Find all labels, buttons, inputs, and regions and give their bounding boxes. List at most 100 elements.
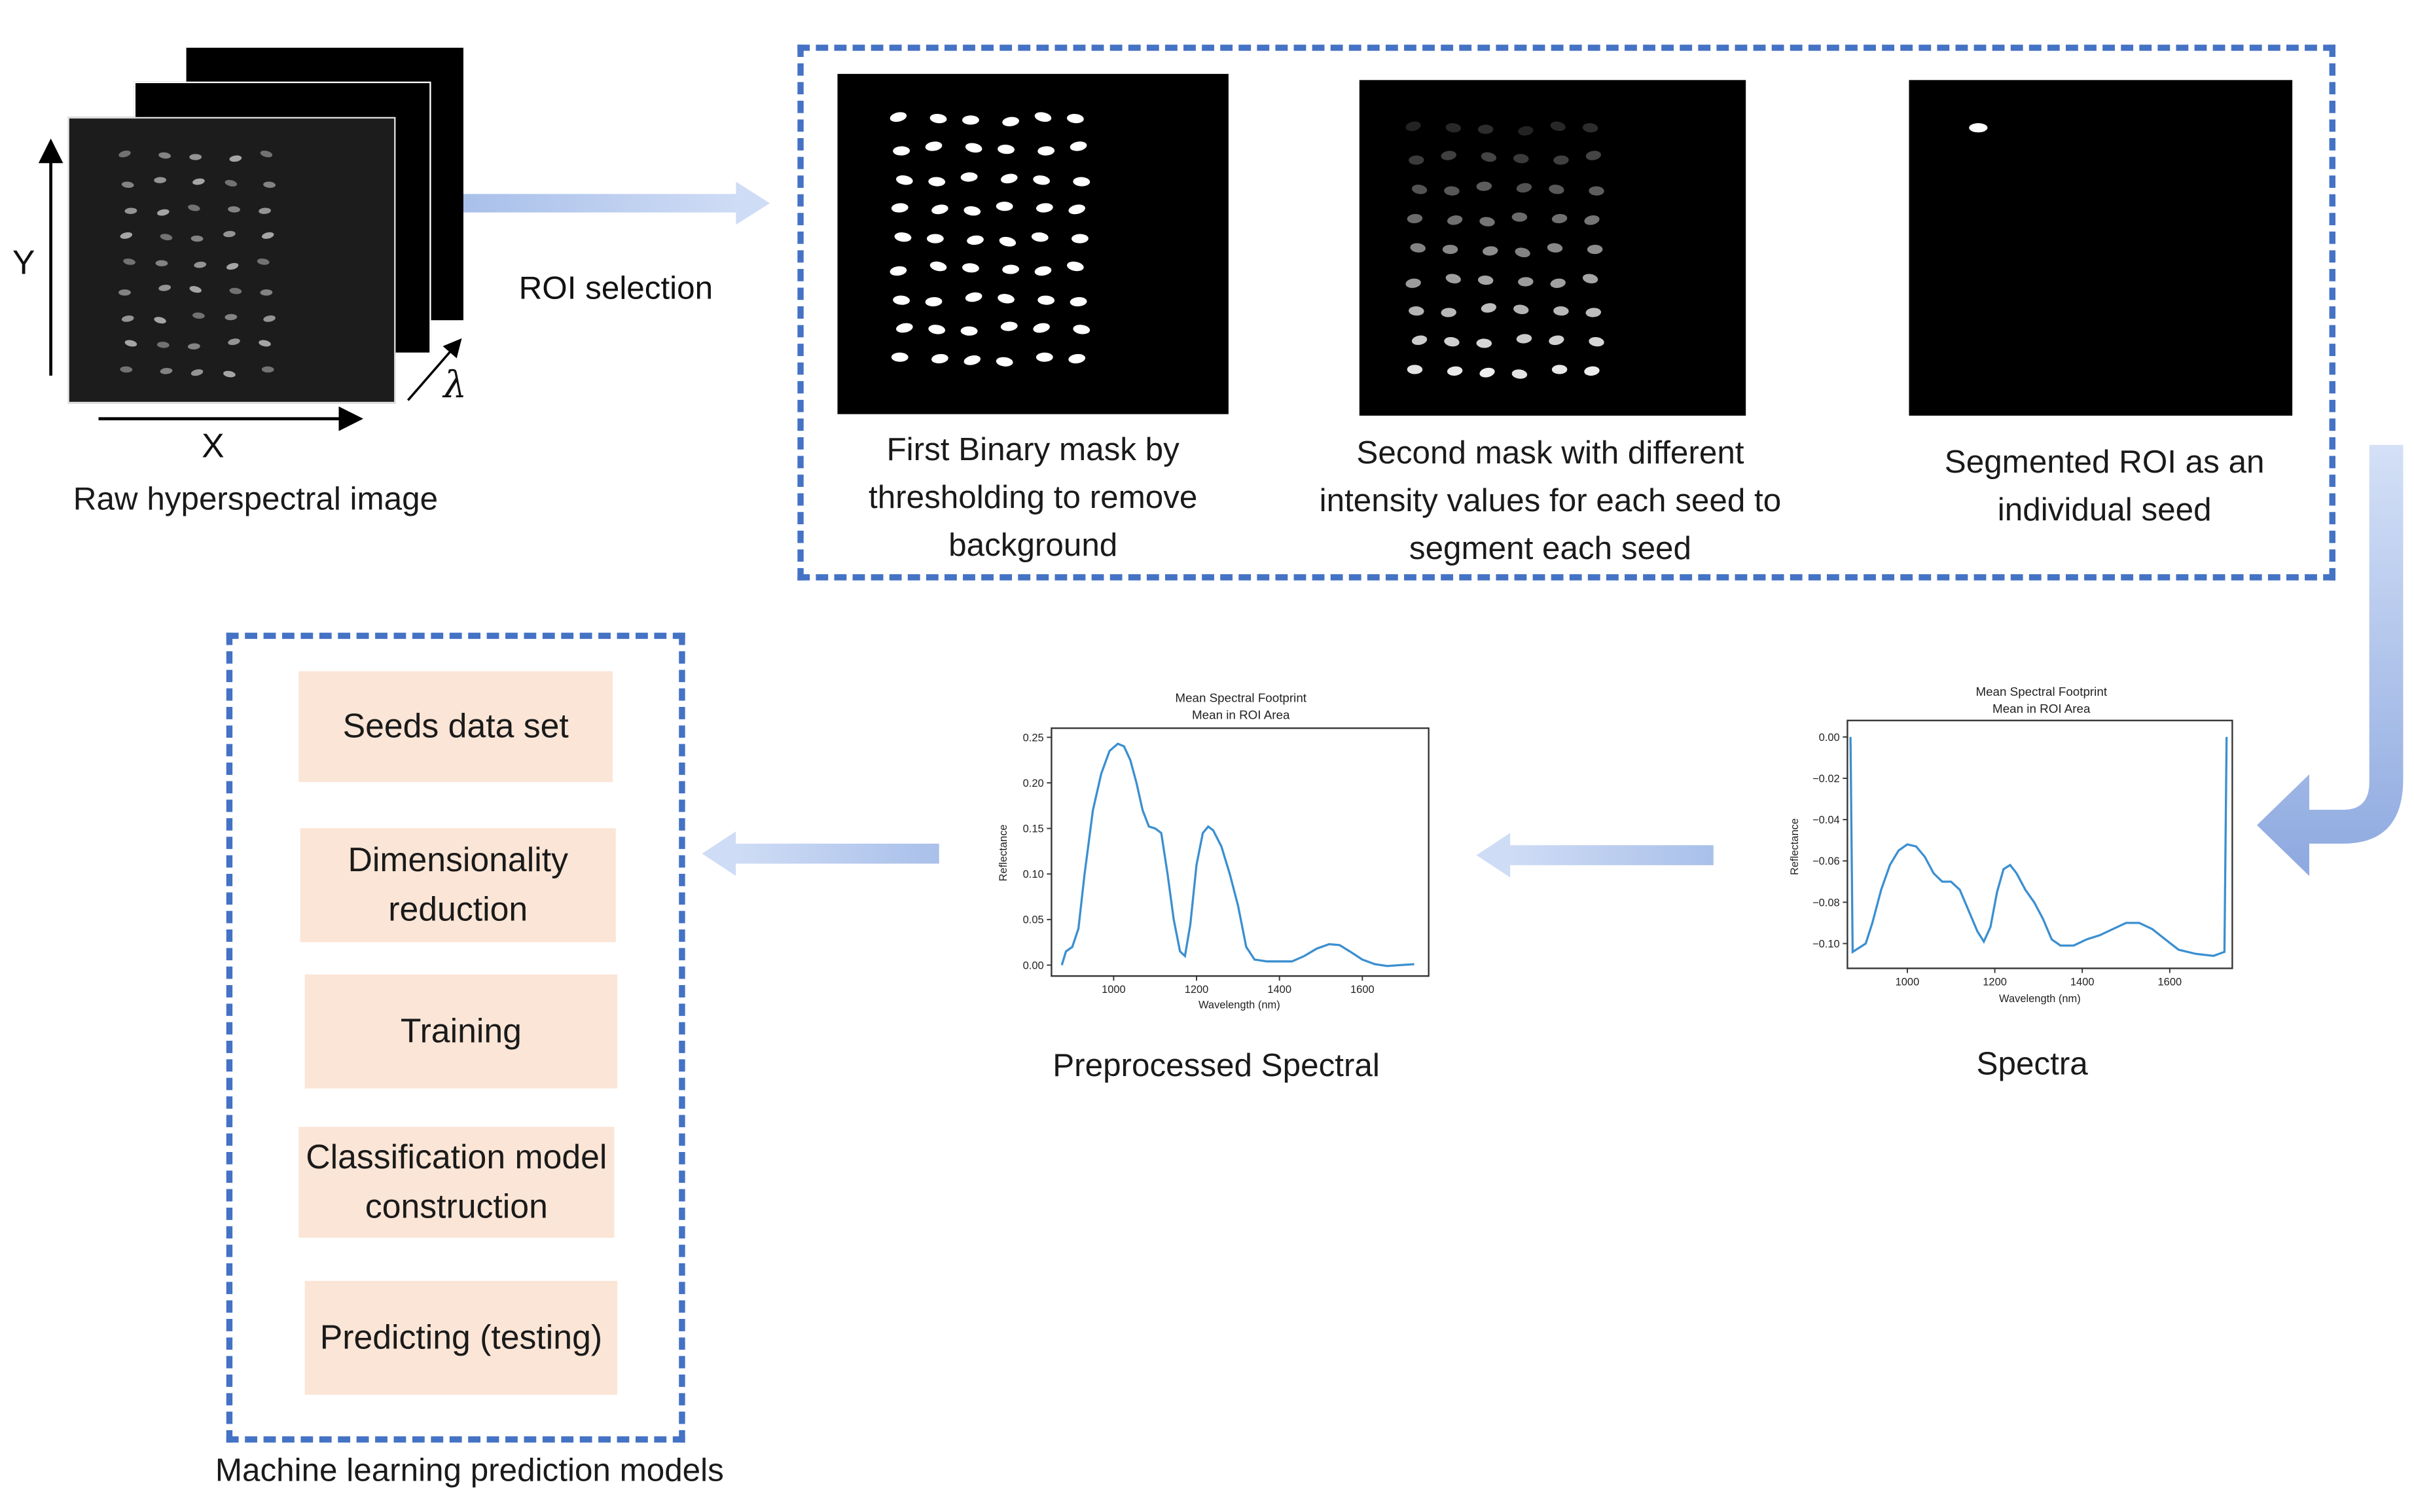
ml-step-training: Training: [304, 974, 618, 1089]
seed-blob: [1548, 183, 1565, 196]
curved-arrow: [2257, 444, 2404, 876]
seed-blob: [960, 326, 978, 336]
preprocessed-title-2: Mean in ROI Area: [1192, 708, 1290, 721]
y-tick-label: 0.05: [1023, 914, 1044, 926]
seed-blob: [928, 323, 946, 336]
seed-blob: [1072, 323, 1090, 335]
seed-blob: [925, 296, 943, 306]
seed-blob: [889, 109, 908, 123]
roi-segmentation-group: [797, 45, 2335, 581]
seed-blob: [1476, 181, 1492, 192]
seed-blob: [963, 353, 982, 366]
x-tick-label: 1000: [1896, 976, 1920, 988]
x-tick-label: 1200: [1185, 984, 1209, 996]
seed-blob: [1553, 306, 1569, 317]
y-tick-label: 0.00: [1819, 732, 1840, 744]
y-tick-label: 0.00: [1023, 960, 1044, 971]
seed-blob: [1511, 212, 1528, 222]
seed-blob: [1589, 186, 1605, 196]
seed-blob: [1588, 336, 1605, 348]
segmented-seed-image: [1909, 80, 2293, 416]
seed-blob: [1443, 336, 1460, 348]
seed-blob: [1583, 213, 1600, 226]
seed-blob: [1480, 151, 1498, 164]
seed-blob: [1001, 115, 1020, 127]
spectra-ylabel: Reflectance: [1789, 818, 1801, 875]
seed-blob: [1032, 173, 1051, 185]
seed-blob: [891, 351, 909, 361]
seed-blob: [997, 292, 1015, 304]
seed-blob: [964, 290, 983, 302]
seed-blob: [963, 205, 982, 217]
seed-blob: [1405, 119, 1422, 132]
preprocessed-caption: Preprocessed Spectral: [1053, 1048, 1380, 1084]
x-tick-label: 1600: [1350, 984, 1375, 996]
seed-blob: [960, 171, 978, 182]
y-tick-label: 0.20: [1023, 778, 1044, 789]
seed-blob: [924, 140, 943, 153]
seed-blob: [1513, 154, 1529, 164]
seed-blob: [1551, 365, 1568, 374]
roi-arrow-head: [736, 181, 770, 225]
ml-step-classification-model: Classification model construction: [298, 1126, 615, 1238]
spectra-title-1: Mean Spectral Footprint: [1975, 685, 2107, 698]
seed-blob: [1585, 150, 1602, 162]
seed-blob: [1409, 242, 1426, 253]
seed-blob: [1000, 321, 1018, 332]
seed-blob: [889, 265, 908, 277]
seed-blob: [1031, 230, 1049, 242]
ml-step-predicting: Predicting (testing): [304, 1280, 618, 1395]
binary-mask-caption: First Binary mask by thresholding to rem…: [868, 432, 1198, 564]
seed-blob: [1547, 242, 1563, 253]
seed-blob: [966, 234, 984, 245]
seed-blob: [1547, 334, 1565, 347]
seed-blob: [962, 262, 980, 274]
seed-blob: [1037, 145, 1055, 156]
segmented-seed-caption: Segmented ROI as an individual seed: [1944, 444, 2265, 528]
preprocessed-title-1: Mean Spectral Footprint: [1175, 691, 1306, 705]
seed-blob: [929, 112, 948, 124]
seed-blob: [118, 289, 131, 296]
preprocessed-chart: Mean Spectral Footprint Mean in ROI Area…: [998, 691, 1430, 1011]
seed-blob: [1582, 121, 1598, 133]
seed-blob: [1553, 155, 1569, 166]
ml-caption: Machine learning prediction models: [215, 1453, 724, 1489]
seed-blob: [1549, 276, 1566, 289]
seed-blob: [1479, 366, 1496, 379]
seed-blob: [1032, 321, 1051, 334]
preprocessed-xlabel: Wavelength (nm): [1198, 999, 1280, 1011]
ml-step-seeds-data-set: Seeds data set: [298, 671, 613, 782]
spectra-plot-frame: [1847, 719, 2233, 969]
seed-blob: [1405, 277, 1422, 289]
seed-blob: [1445, 272, 1462, 284]
seed-blob: [1477, 274, 1494, 285]
seed-blob: [1034, 110, 1053, 123]
seed-blob: [1411, 183, 1428, 196]
seed-blob: [1516, 333, 1532, 344]
seed-blob: [1446, 213, 1464, 226]
seed-blob: [1037, 294, 1055, 305]
binary-mask-image: [837, 73, 1229, 414]
seed-blob: [1000, 171, 1018, 184]
seed-blob: [1514, 245, 1532, 259]
y-tick-label: −0.06: [1812, 855, 1840, 867]
seed-blob: [1441, 308, 1457, 318]
roi-selection-label: ROI selection: [518, 270, 713, 307]
seed-blob: [931, 352, 949, 364]
hyperspectral-band-front: [67, 117, 396, 404]
ml-step-dimensionality-reduction: Dimensionality reduction: [300, 828, 616, 943]
seed-blob: [1581, 272, 1599, 284]
axis-lambda-label: λ: [443, 363, 467, 406]
seed-blob: [1447, 365, 1464, 376]
seed-blob: [893, 230, 912, 242]
seed-blob: [962, 115, 979, 124]
seed-blob: [1479, 215, 1496, 227]
seed-blob: [926, 233, 944, 243]
preprocessed-ylabel: Reflectance: [998, 825, 1009, 882]
seed-blob: [1551, 213, 1568, 224]
seed-blob: [1036, 351, 1053, 361]
seed-blob: [891, 202, 909, 213]
y-tick-label: 0.10: [1023, 869, 1044, 880]
seed-blob: [1587, 244, 1603, 254]
seed-blob: [1068, 352, 1086, 364]
